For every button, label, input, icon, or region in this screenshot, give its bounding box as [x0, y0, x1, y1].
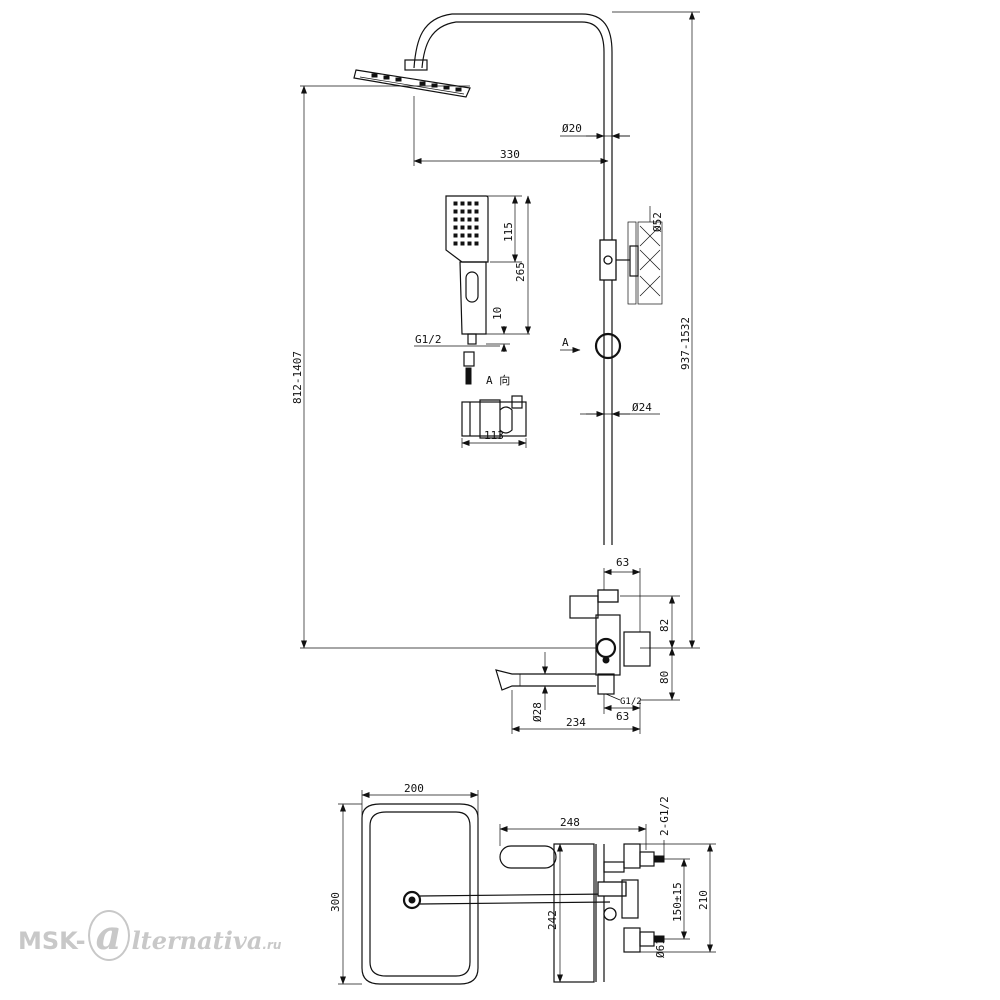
view-label: A 向	[486, 373, 510, 387]
mixer-upper-block	[597, 589, 619, 603]
brand-right: lternativa	[131, 926, 263, 955]
dim-total-height-range: 937-1532	[679, 317, 692, 370]
dim-head-height-range: 812-1407	[291, 351, 304, 404]
dimension-lines	[300, 11, 716, 985]
holder-a-view	[461, 395, 527, 439]
shower-column	[353, 13, 663, 695]
dim-top-width: 248	[560, 816, 580, 829]
dim-mixer-depth: 210	[697, 890, 710, 910]
dim-handshower-length: 265	[514, 262, 527, 282]
dim-head-depth: 300	[329, 892, 342, 912]
dim-mixer-height-upper: 82	[658, 619, 671, 632]
dim-inlet-thread: G1/2	[620, 697, 642, 707]
brand-domain: .ru	[262, 938, 282, 952]
dim-mixer-offset-top: 63	[616, 556, 629, 569]
dim-mixer-height-lower: 80	[658, 671, 671, 684]
dim-spout-dia: Ø28	[531, 702, 544, 722]
spray-nozzles	[453, 201, 479, 246]
slide-holder-knob	[594, 332, 622, 360]
dim-escutcheon-dia: Ø61	[654, 938, 667, 958]
hand-shower	[445, 195, 489, 385]
dim-inlet-offset: 63	[616, 710, 629, 723]
bath-spout	[495, 669, 596, 691]
view-arrow-label: A	[562, 336, 569, 349]
dim-inlet-thread-pair: 2-G1/2	[658, 796, 671, 836]
dim-holder-ring: Ø52	[651, 212, 664, 232]
dim-hose-thread: G1/2	[415, 333, 442, 346]
dim-handshower-head: 115	[502, 222, 515, 242]
dim-arm-reach: 330	[500, 148, 520, 161]
top-view	[361, 803, 665, 985]
rain-shower-head	[353, 59, 471, 98]
dim-head-width: 200	[404, 782, 424, 795]
brand-left: MSK-	[18, 927, 86, 955]
dim-pipe-dia-top: Ø20	[562, 122, 582, 135]
holder-ring-detail	[627, 221, 663, 305]
dim-body-height: 242	[546, 910, 559, 930]
dim-pipe-dia-lower: Ø24	[632, 401, 652, 414]
dim-handshower-neck: 10	[491, 307, 504, 320]
dim-inlet-spacing: 150±15	[671, 882, 684, 922]
brand-glyph: a	[87, 910, 130, 961]
dimension-labels: Ø20 330 Ø52 115 265 10 G1/2 A A 向 113 Ø2…	[291, 122, 710, 958]
dim-holder-width: 113	[484, 429, 504, 442]
dim-spout-reach: 234	[566, 716, 586, 729]
